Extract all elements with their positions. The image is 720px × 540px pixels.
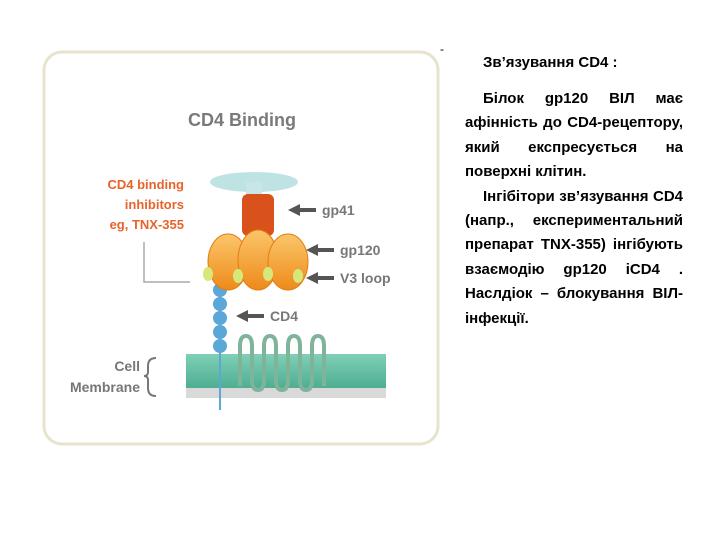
v3-loop (263, 267, 273, 281)
label-cd4: CD4 (270, 308, 298, 324)
gp120-lobe (267, 233, 309, 291)
inhibitor-label-line3: eg, TNX-355 (110, 217, 184, 232)
cell-membrane-label-line2: Membrane (70, 379, 140, 395)
cd4-binding-figure: CD4 Binding CD4 binding inhibitors eg, T… (40, 46, 440, 446)
label-gp41: gp41 (322, 202, 355, 218)
description-heading: Зв’язування CD4 : (483, 54, 618, 71)
membrane-brace-icon (143, 357, 157, 397)
cell-membrane-label-line1: Cell (114, 358, 140, 374)
figure-title: CD4 Binding (188, 110, 296, 130)
description-paragraph-1: Білок gp120 ВІЛ має афінність до CD4-рец… (465, 87, 683, 185)
v3-loop (293, 269, 303, 283)
v3-loop (233, 269, 243, 283)
description-paragraph-2: Інгібітори зв’язування CD4 (напр., експе… (465, 185, 683, 331)
label-v3loop: V3 loop (340, 270, 391, 286)
arrow-v3loop (306, 272, 334, 284)
cd4-bead (213, 297, 227, 311)
arrow-gp41 (288, 204, 316, 216)
paragraph-1-text: Білок gp120 ВІЛ має афінність до CD4-рец… (465, 90, 683, 181)
cd4-bead (213, 311, 227, 325)
arrow-cd4 (236, 310, 264, 322)
gp41-protein (242, 194, 274, 236)
paragraph-2-text: Інгібітори зв’язування CD4 (напр., експе… (465, 187, 683, 327)
description-panel: Зв’язування CD4 : Білок gp120 ВІЛ має аф… (465, 52, 683, 331)
receptor-coil (238, 333, 326, 393)
v3-loop (203, 267, 213, 281)
figure-frame (42, 50, 440, 446)
inhibitor-pointer-line (143, 242, 190, 283)
arrow-gp120 (306, 244, 334, 256)
membrane-lower-band (186, 388, 386, 398)
stray-dash: - (440, 42, 444, 56)
inhibitor-label-line1: CD4 binding (107, 177, 184, 192)
cd4-top-stem (246, 182, 262, 196)
inhibitor-label-line2: inhibitors (125, 197, 184, 212)
label-gp120: gp120 (340, 242, 381, 258)
cd4-bead (213, 339, 227, 353)
cd4-bead (213, 325, 227, 339)
